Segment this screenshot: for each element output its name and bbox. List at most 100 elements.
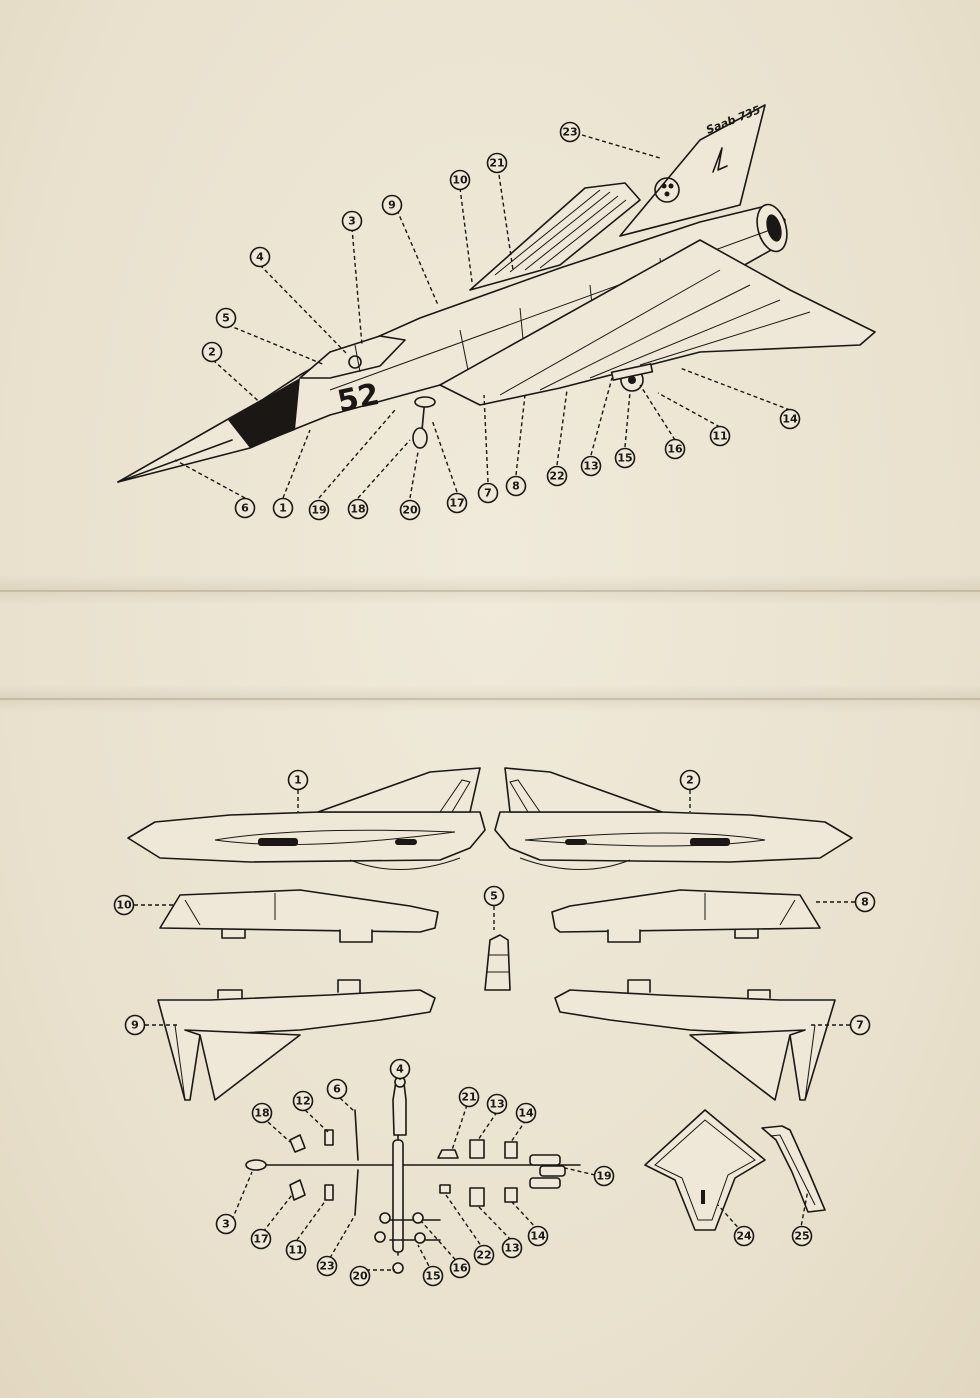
svg-text:16: 16 xyxy=(667,443,683,456)
svg-text:16: 16 xyxy=(452,1262,468,1275)
svg-text:13: 13 xyxy=(583,460,598,473)
callout-top-15: 15 xyxy=(614,447,636,469)
callout-top-4: 4 xyxy=(249,246,271,268)
parts-sprue xyxy=(245,1074,581,1274)
callout-bottom-14b: 14 xyxy=(527,1225,549,1247)
svg-text:17: 17 xyxy=(253,1233,268,1246)
svg-text:14: 14 xyxy=(530,1230,546,1243)
svg-text:25: 25 xyxy=(794,1230,809,1243)
fold-line-lower xyxy=(0,698,980,700)
callout-bottom-13: 13 xyxy=(486,1093,508,1115)
callout-bottom-3: 3 xyxy=(215,1213,237,1235)
svg-text:22: 22 xyxy=(476,1249,491,1262)
part-24-ventral-panel xyxy=(644,1109,766,1231)
svg-text:12: 12 xyxy=(295,1095,310,1108)
callout-top-23: 23 xyxy=(559,121,581,143)
svg-text:21: 21 xyxy=(461,1091,476,1104)
callout-bottom-18: 18 xyxy=(251,1102,273,1124)
callout-top-17: 17 xyxy=(446,492,468,514)
callout-bottom-5: 5 xyxy=(483,885,505,907)
part-9-wing-lower-left xyxy=(157,979,436,1101)
svg-text:2: 2 xyxy=(208,346,216,359)
pilot-head xyxy=(348,355,362,369)
callout-top-2: 2 xyxy=(201,341,223,363)
main-gear-door xyxy=(610,363,654,381)
svg-text:10: 10 xyxy=(116,899,132,912)
callout-top-18: 18 xyxy=(347,498,369,520)
svg-text:14: 14 xyxy=(518,1107,534,1120)
callout-bottom-24: 24 xyxy=(733,1225,755,1247)
fuselage-number: 52 xyxy=(334,377,382,420)
parts-diagram xyxy=(127,767,853,1274)
svg-text:15: 15 xyxy=(425,1270,440,1283)
callout-bottom-22: 22 xyxy=(473,1244,495,1266)
svg-text:6: 6 xyxy=(333,1083,341,1096)
svg-text:4: 4 xyxy=(256,251,264,264)
svg-text:21: 21 xyxy=(489,157,504,170)
callout-bottom-21: 21 xyxy=(458,1086,480,1108)
nose-wheel xyxy=(412,427,428,449)
svg-text:23: 23 xyxy=(319,1260,334,1273)
callout-bottom-1: 1 xyxy=(287,769,309,791)
pitot-probe xyxy=(117,439,233,483)
svg-text:7: 7 xyxy=(856,1019,864,1032)
callout-bottom-20: 20 xyxy=(349,1265,371,1287)
bottom-callout-leaders xyxy=(134,790,855,1273)
callout-bottom-2: 2 xyxy=(679,769,701,791)
callout-top-13: 13 xyxy=(580,455,602,477)
callout-top-6: 6 xyxy=(234,497,256,519)
callout-bottom-23: 23 xyxy=(316,1255,338,1277)
callout-top-21: 21 xyxy=(486,152,508,174)
svg-text:5: 5 xyxy=(222,312,230,325)
svg-text:9: 9 xyxy=(388,199,396,212)
top-callout-leaders xyxy=(174,134,791,499)
callout-top-3: 3 xyxy=(341,210,363,232)
svg-text:8: 8 xyxy=(512,480,520,493)
svg-text:14: 14 xyxy=(782,413,798,426)
bottom-callouts: 1 2 10 5 8 9 7 4 18 12 6 21 13 14 19 3 1… xyxy=(113,769,876,1287)
callout-bottom-12: 12 xyxy=(292,1090,314,1112)
svg-text:15: 15 xyxy=(617,452,632,465)
svg-text:23: 23 xyxy=(562,126,577,139)
svg-text:8: 8 xyxy=(861,896,869,909)
svg-text:11: 11 xyxy=(288,1244,303,1257)
svg-text:20: 20 xyxy=(402,504,418,517)
callout-top-7: 7 xyxy=(477,482,499,504)
nose-cone xyxy=(228,378,300,448)
svg-text:17: 17 xyxy=(449,497,464,510)
fin-lightning-mark xyxy=(712,147,728,173)
svg-text:19: 19 xyxy=(311,504,326,517)
svg-text:20: 20 xyxy=(352,1270,368,1283)
svg-text:1: 1 xyxy=(279,502,287,515)
callout-top-5: 5 xyxy=(215,307,237,329)
svg-text:19: 19 xyxy=(596,1170,611,1183)
callout-bottom-25: 25 xyxy=(791,1225,813,1247)
callout-top-20: 20 xyxy=(399,499,421,521)
svg-text:11: 11 xyxy=(712,430,727,443)
callout-top-9: 9 xyxy=(381,194,403,216)
callout-top-14: 14 xyxy=(779,408,801,430)
part-2-fuselage-right xyxy=(494,767,853,871)
svg-text:13: 13 xyxy=(489,1098,504,1111)
callout-bottom-7: 7 xyxy=(849,1014,871,1036)
callout-bottom-4: 4 xyxy=(389,1058,411,1080)
svg-text:6: 6 xyxy=(241,502,249,515)
svg-text:13: 13 xyxy=(504,1242,519,1255)
callout-bottom-19: 19 xyxy=(593,1165,615,1187)
part-25-fin-piece xyxy=(761,1125,826,1213)
callout-bottom-8: 8 xyxy=(854,891,876,913)
svg-text:4: 4 xyxy=(396,1063,404,1076)
svg-text:9: 9 xyxy=(131,1019,139,1032)
svg-text:3: 3 xyxy=(348,215,356,228)
svg-text:5: 5 xyxy=(490,890,498,903)
callout-bottom-11: 11 xyxy=(285,1239,307,1261)
nose-gear-door xyxy=(414,396,436,408)
part-1-fuselage-left xyxy=(127,767,486,871)
vertical-fin xyxy=(619,104,766,237)
svg-text:2: 2 xyxy=(686,774,694,787)
callout-bottom-17: 17 xyxy=(250,1228,272,1250)
callout-top-10: 10 xyxy=(449,169,471,191)
part-7-wing-lower-right xyxy=(554,979,836,1101)
svg-text:10: 10 xyxy=(452,174,468,187)
